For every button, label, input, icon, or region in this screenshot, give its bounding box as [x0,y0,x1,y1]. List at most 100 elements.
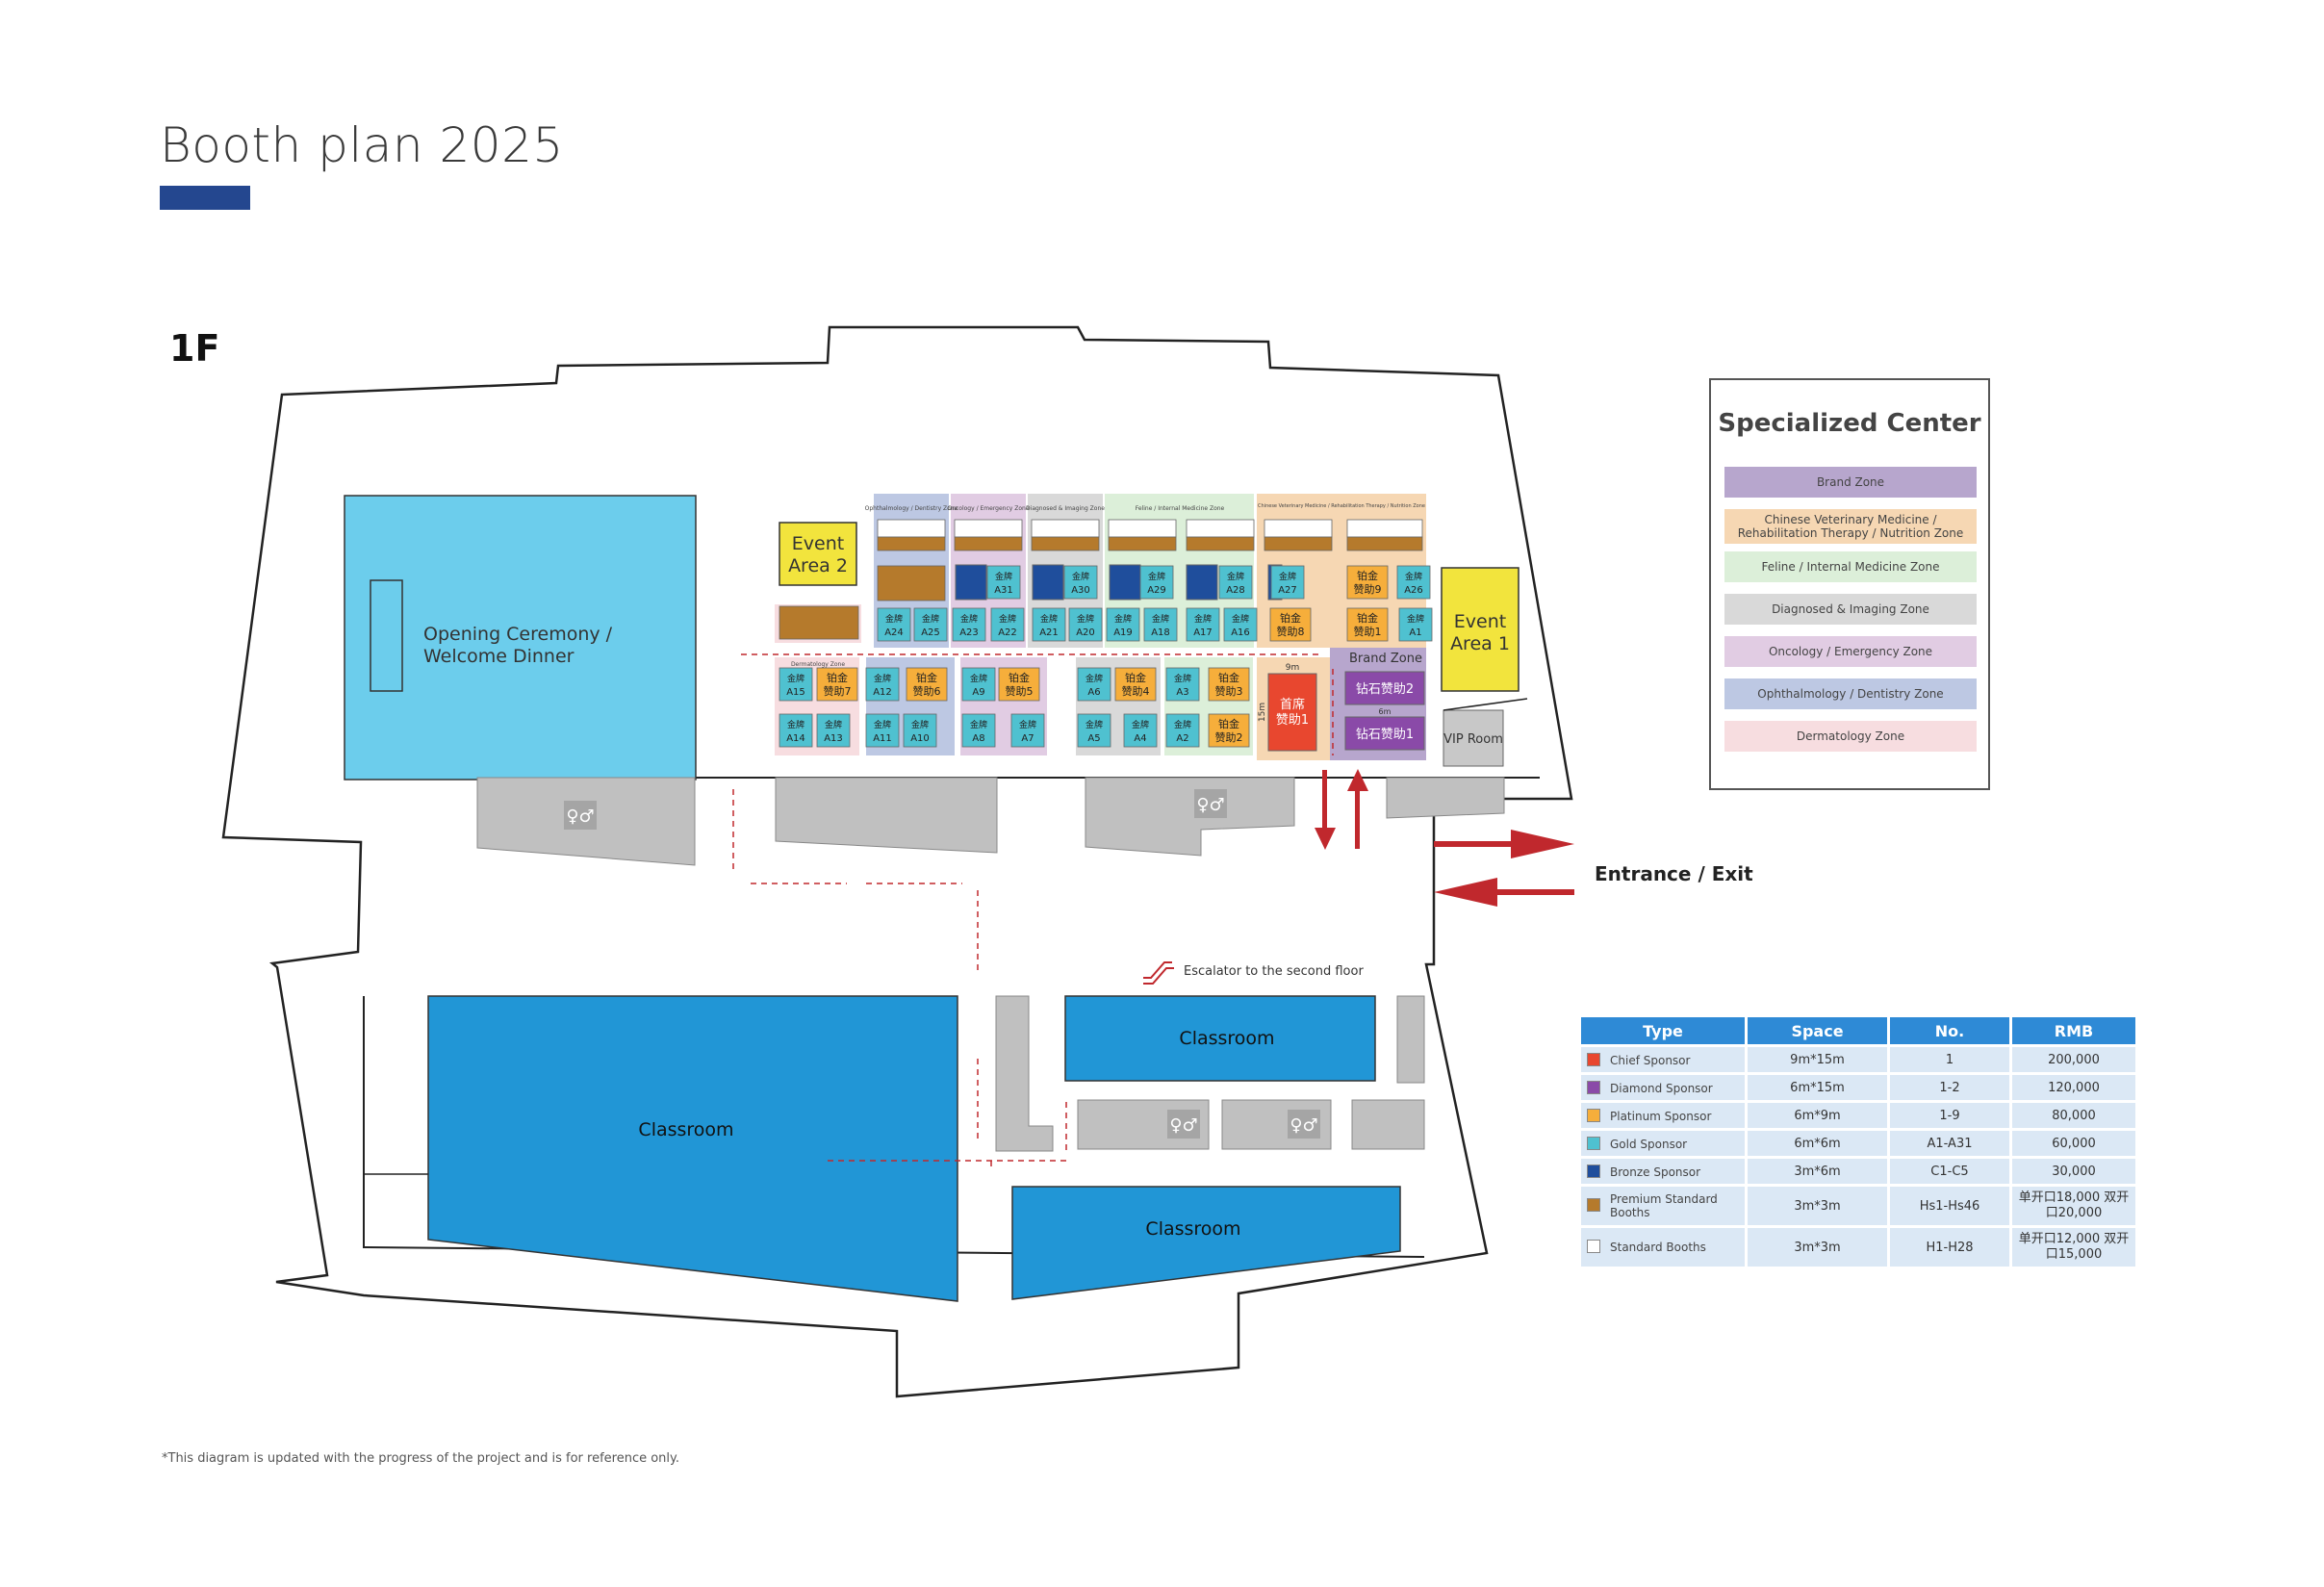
platinum-sponsor-booth[interactable] [1208,713,1250,748]
price-space-cell: 6m*9m [1748,1103,1887,1128]
gold-booth-id: A6 [1087,687,1100,698]
gold-sponsor-booth[interactable] [1396,565,1431,600]
gold-booth-prefix: 金牌 [1279,571,1296,582]
swatch-icon [1587,1108,1600,1122]
gold-booth-prefix: 金牌 [1232,613,1249,625]
gold-booth-prefix: 金牌 [1019,719,1036,730]
gold-sponsor-booth[interactable] [865,713,900,748]
platinum-label-1: 铂金 [1218,671,1239,684]
gold-sponsor-booth[interactable] [1398,607,1433,642]
platinum-sponsor-booth[interactable] [998,667,1040,702]
gold-booth-prefix: 金牌 [787,719,804,730]
price-type-label: Chief Sponsor [1610,1053,1691,1067]
gold-sponsor-booth[interactable] [961,713,996,748]
gold-sponsor-booth[interactable] [1186,607,1220,642]
gold-booth-prefix: 金牌 [1072,571,1089,582]
bronze-booth[interactable] [1032,564,1064,601]
gold-booth-prefix: 金牌 [1148,571,1165,582]
gold-sponsor-booth[interactable] [1068,607,1103,642]
escalator-label: Escalator to the second floor [1184,964,1364,979]
gold-sponsor-booth[interactable] [779,667,813,702]
gold-sponsor-booth[interactable] [903,713,937,748]
swatch-icon [1587,1197,1600,1212]
price-space-cell: 6m*6m [1748,1131,1887,1156]
gold-sponsor-booth[interactable] [1077,667,1111,702]
gold-booth-prefix: 金牌 [995,571,1012,582]
standard-booth-rows [779,519,1423,640]
entrance-arrows [1315,769,1574,907]
platinum-label-1: 铂金 [1218,717,1239,730]
gold-booth-id: A10 [910,733,930,744]
gold-sponsor-booth[interactable] [1143,607,1178,642]
bronze-booth[interactable] [1186,564,1218,601]
gold-sponsor-booth[interactable] [1063,565,1098,600]
platinum-sponsor-booth[interactable] [1346,565,1389,600]
gold-sponsor-booth[interactable] [1223,607,1258,642]
gold-sponsor-booth[interactable] [1165,713,1200,748]
platinum-sponsor-booth[interactable] [1114,667,1157,702]
classroom-lower-right[interactable] [1011,1186,1401,1300]
event-area-2-label-2: Area 2 [788,555,848,576]
gold-sponsor-booth[interactable] [913,607,948,642]
price-type-cell: Gold Sponsor [1581,1131,1745,1156]
gold-sponsor-booth[interactable] [877,607,911,642]
classroom-large[interactable] [427,995,958,1302]
stage [370,579,403,692]
zone-header-feline: Feline / Internal Medicine Zone [1136,505,1225,512]
gold-sponsor-booth[interactable] [1270,565,1305,600]
opening-ceremony-hall[interactable] [344,495,697,781]
entrance-exit-label: Entrance / Exit [1595,862,1753,885]
gold-sponsor-booth[interactable] [1010,713,1045,748]
gold-sponsor-booth[interactable] [961,667,996,702]
platinum-sponsor-booth[interactable] [906,667,948,702]
gold-sponsor-booth[interactable] [1139,565,1174,600]
bronze-booth[interactable] [955,564,987,601]
gold-sponsor-booth[interactable] [952,607,986,642]
gold-sponsor-booth[interactable] [1165,667,1200,702]
legend-zone-item: Ophthalmology / Dentistry Zone [1724,678,1977,709]
platinum-label-2: 赞助7 [824,684,852,698]
platinum-sponsor-booth[interactable] [1208,667,1250,702]
gold-sponsor-booth[interactable] [779,713,813,748]
platinum-sponsor-booth[interactable] [816,667,858,702]
platinum-label-2: 赞助8 [1277,625,1305,638]
opening-label-1: Opening Ceremony / [423,624,613,645]
gold-sponsor-booth[interactable] [990,607,1025,642]
event-area-1[interactable] [1441,567,1520,692]
gold-booth-id: A3 [1176,687,1188,698]
gold-sponsor-booth[interactable] [816,713,851,748]
gold-booth-id: A25 [921,627,940,638]
gold-sponsor-booth[interactable] [1032,607,1066,642]
vip-room[interactable] [1443,709,1504,767]
gold-sponsor-booth[interactable] [865,667,900,702]
gold-booth-prefix: 金牌 [922,613,939,625]
platinum-sponsor-booth[interactable] [1269,607,1312,642]
svg-text:♀♂: ♀♂ [566,806,594,827]
gold-sponsor-booth[interactable] [986,565,1021,600]
classroom-upper-right[interactable] [1064,995,1376,1082]
service-corridor-block [995,995,1054,1152]
platinum-sponsor-booth[interactable] [1346,607,1389,642]
classroom-large-label: Classroom [638,1119,733,1140]
bronze-booth[interactable] [1109,564,1141,601]
restroom-icon: ♀♂ [1288,1110,1320,1139]
gold-sponsor-booth[interactable] [1218,565,1253,600]
platinum-label-1: 铂金 [1125,671,1146,684]
price-type-label: Standard Booths [1610,1241,1706,1255]
legend-zone-item: Brand Zone [1724,467,1977,498]
gold-booth-prefix: 金牌 [1132,719,1149,730]
gold-sponsor-booth[interactable] [1106,607,1140,642]
gold-booth-id: A18 [1151,627,1170,638]
chief-sponsor-booth[interactable] [1267,673,1317,752]
event-area-2[interactable] [779,522,857,586]
gold-sponsor-booth[interactable] [1077,713,1111,748]
gold-sponsor-booth[interactable] [1123,713,1158,748]
diamond-sponsor-booth-2[interactable] [1344,671,1425,705]
platinum-label-1: 铂金 [1280,611,1301,625]
dim-9m-label: 9m [1286,663,1300,673]
gold-booth-id: A22 [998,627,1017,638]
diamond-sponsor-booth-1[interactable] [1344,716,1425,751]
